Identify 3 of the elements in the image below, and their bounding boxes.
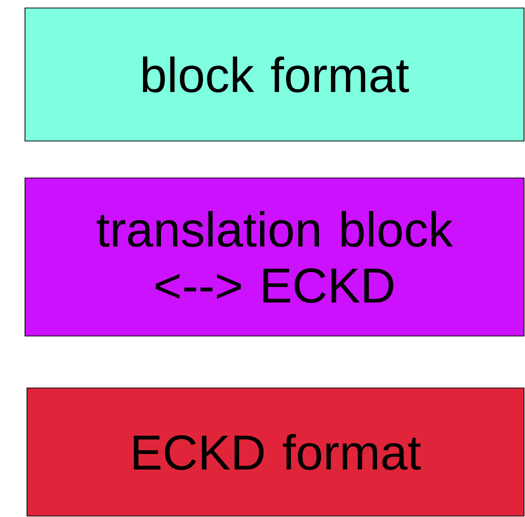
- text-box: block format: [24, 8, 524, 142]
- text-box: translation block <--> ECKD: [24, 178, 524, 336]
- text-box: ECKD format: [26, 388, 524, 516]
